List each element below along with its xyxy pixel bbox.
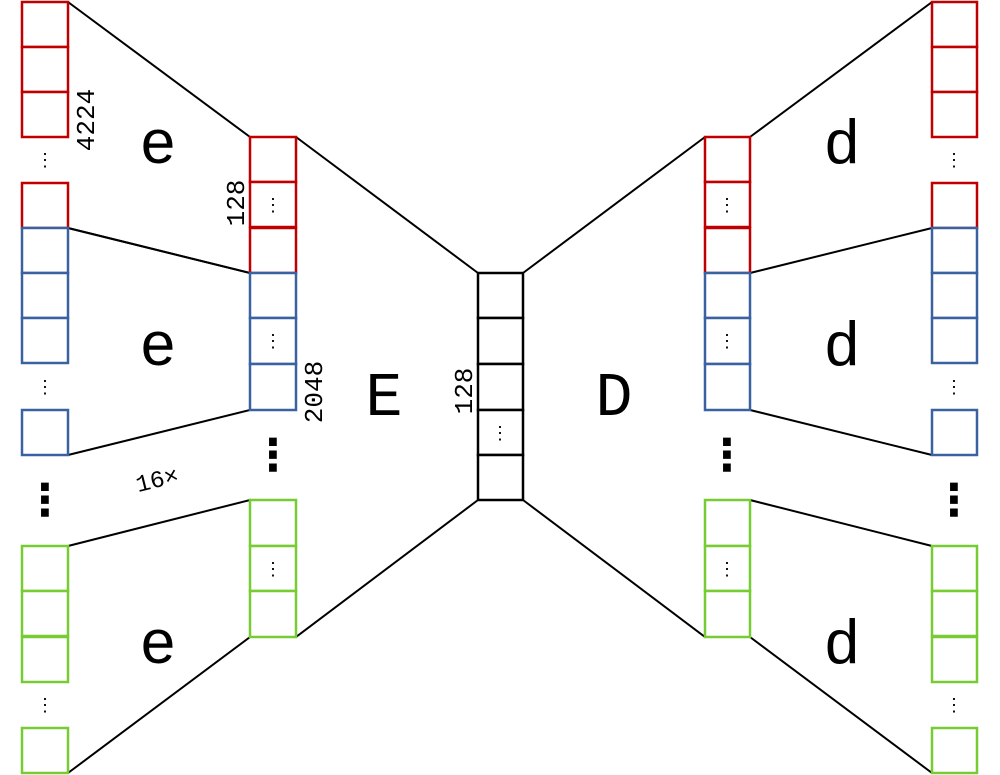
output-cell-green — [930, 726, 979, 775]
latent-cell-blue — [703, 362, 752, 412]
small-encoder-label: e — [139, 313, 176, 384]
input-cell-blue — [20, 316, 70, 365]
group-latent-dim-label: 128 — [222, 180, 252, 227]
ellipsis: ⋮ — [264, 559, 282, 580]
bottleneck-cell — [476, 271, 525, 320]
input-cell-green — [20, 544, 70, 593]
output-cell-red — [930, 45, 979, 94]
group-ellipsis: ⋮ — [251, 430, 295, 481]
input-dim-label: 4224 — [72, 89, 102, 151]
input-cell-green — [20, 589, 70, 638]
ellipsis: ⋮ — [36, 377, 54, 398]
bottleneck-cell — [476, 362, 525, 412]
input-cell-red — [20, 45, 70, 94]
small-decoder-label: d — [823, 313, 860, 384]
latent-cell-blue — [248, 362, 298, 412]
output-cell-red — [930, 90, 979, 139]
bottleneck-cell — [476, 453, 525, 502]
small-decoder-label: d — [823, 611, 860, 682]
concat-dim-label: 2048 — [300, 361, 330, 423]
ellipsis: ⋮ — [36, 695, 54, 716]
encoder-latent-column: ⋮ ⋮ ⋮ ⋮ — [248, 135, 298, 639]
input-cell-red — [20, 90, 70, 139]
output-cell-blue — [930, 316, 979, 365]
bottleneck-cell — [476, 316, 525, 366]
output-cell-green — [930, 635, 979, 684]
latent-cell-blue — [703, 271, 752, 320]
latent-cell-red — [248, 180, 298, 229]
latent-cell-red — [703, 226, 752, 275]
small-encoder-label: e — [139, 111, 176, 182]
big-decoder-label: D — [595, 363, 632, 434]
ellipsis: ⋮ — [36, 150, 54, 171]
output-cell-blue — [930, 271, 979, 320]
latent-cell-green — [703, 498, 752, 548]
bottleneck-column: ⋮ — [476, 271, 525, 502]
latent-cell-red — [248, 226, 298, 275]
bottleneck-dim-label: 128 — [450, 368, 480, 415]
group-ellipsis: ⋮ — [705, 430, 749, 481]
latent-cell-red — [248, 135, 298, 184]
small-encoder-label: e — [139, 611, 176, 682]
output-cell-blue — [930, 408, 979, 457]
big-encoder: E — [295, 136, 479, 638]
small-decoder-label: d — [823, 111, 860, 182]
ellipsis: ⋮ — [718, 331, 736, 352]
input-cell-red — [20, 0, 70, 49]
big-decoder: D — [522, 136, 706, 638]
output-cell-green — [930, 544, 979, 593]
ellipsis: ⋮ — [491, 423, 509, 444]
small-decoder-red: d — [749, 1, 933, 274]
small-encoder-blue: e — [67, 227, 251, 456]
ellipsis: ⋮ — [945, 150, 963, 171]
latent-cell-green — [703, 589, 752, 639]
big-encoder-label: E — [365, 363, 402, 434]
small-decoder-blue: d — [749, 313, 933, 456]
repeat-count-label: 16× — [133, 463, 181, 500]
latent-cell-green — [248, 498, 298, 548]
input-column: ⋮ ⋮ ⋮ ⋮ — [20, 0, 70, 775]
group-ellipsis: ⋮ — [932, 475, 976, 526]
ellipsis: ⋮ — [718, 559, 736, 580]
input-cell-blue — [20, 408, 70, 457]
decoder-latent-column: ⋮ ⋮ ⋮ ⋮ — [703, 135, 752, 639]
input-cell-red — [20, 181, 70, 230]
ellipsis: ⋮ — [718, 195, 736, 216]
output-column: ⋮ ⋮ ⋮ ⋮ — [930, 0, 979, 775]
ellipsis: ⋮ — [264, 195, 282, 216]
ellipsis: ⋮ — [945, 377, 963, 398]
latent-cell-blue — [248, 271, 298, 320]
group-ellipsis: ⋮ — [23, 475, 67, 526]
ellipsis: ⋮ — [945, 695, 963, 716]
input-cell-blue — [20, 271, 70, 320]
input-cell-green — [20, 726, 70, 775]
small-encoder-green: e — [67, 498, 251, 774]
output-cell-red — [930, 181, 979, 230]
small-decoder-green: d — [749, 499, 933, 774]
ellipsis: ⋮ — [264, 331, 282, 352]
latent-cell-red — [703, 135, 752, 184]
input-cell-green — [20, 635, 70, 684]
output-cell-green — [930, 589, 979, 638]
output-cell-blue — [930, 226, 979, 275]
output-cell-red — [930, 0, 979, 49]
input-cell-blue — [20, 226, 70, 275]
latent-cell-green — [248, 589, 298, 639]
